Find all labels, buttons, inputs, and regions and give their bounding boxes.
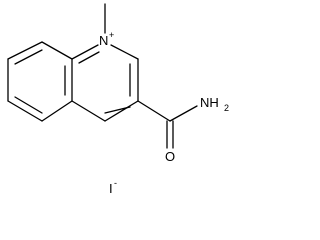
benzene-ring <box>7 41 73 122</box>
double-bond-c8a-n1-inner <box>78 51 100 64</box>
bond-n1-c2 <box>110 44 139 60</box>
bond-carbonyl-amide-n <box>169 105 198 122</box>
double-bond-c8-c7-inner <box>14 49 43 65</box>
ring-nitrogen-charge: + <box>109 30 114 40</box>
amide-nitrogen-subscript: 2 <box>224 103 229 113</box>
bond-c8a-c8 <box>41 41 73 60</box>
amide-nitrogen-symbol: NH <box>200 95 219 110</box>
chemical-structure: N + NH 2 O I - <box>7 3 229 196</box>
double-bond-c3-c4-inner <box>104 106 131 114</box>
bond-c3-carbonyl <box>137 100 171 122</box>
bond-c8-c7 <box>7 41 43 60</box>
bond-c3-c4 <box>104 100 139 122</box>
ring-nitrogen-symbol: N <box>99 33 108 48</box>
iodide-symbol: I <box>109 181 113 196</box>
pyridinium-ring <box>71 44 139 122</box>
atom-label-counter-ion: I - <box>109 178 117 196</box>
atom-label-ring-nitrogen: N + <box>99 30 114 48</box>
double-bond-c6-c5-inner <box>14 96 43 114</box>
bond-c5-c4a <box>41 100 73 122</box>
bond-c4-c4a <box>71 100 106 122</box>
bond-c6-c5 <box>7 100 43 122</box>
bond-c8a-n1 <box>71 44 99 60</box>
carbonyl-oxygen-symbol: O <box>165 149 175 164</box>
iodide-charge: - <box>114 178 117 188</box>
carboxamide-group <box>137 100 198 149</box>
atom-label-amide-nitrogen: NH 2 <box>200 95 229 113</box>
